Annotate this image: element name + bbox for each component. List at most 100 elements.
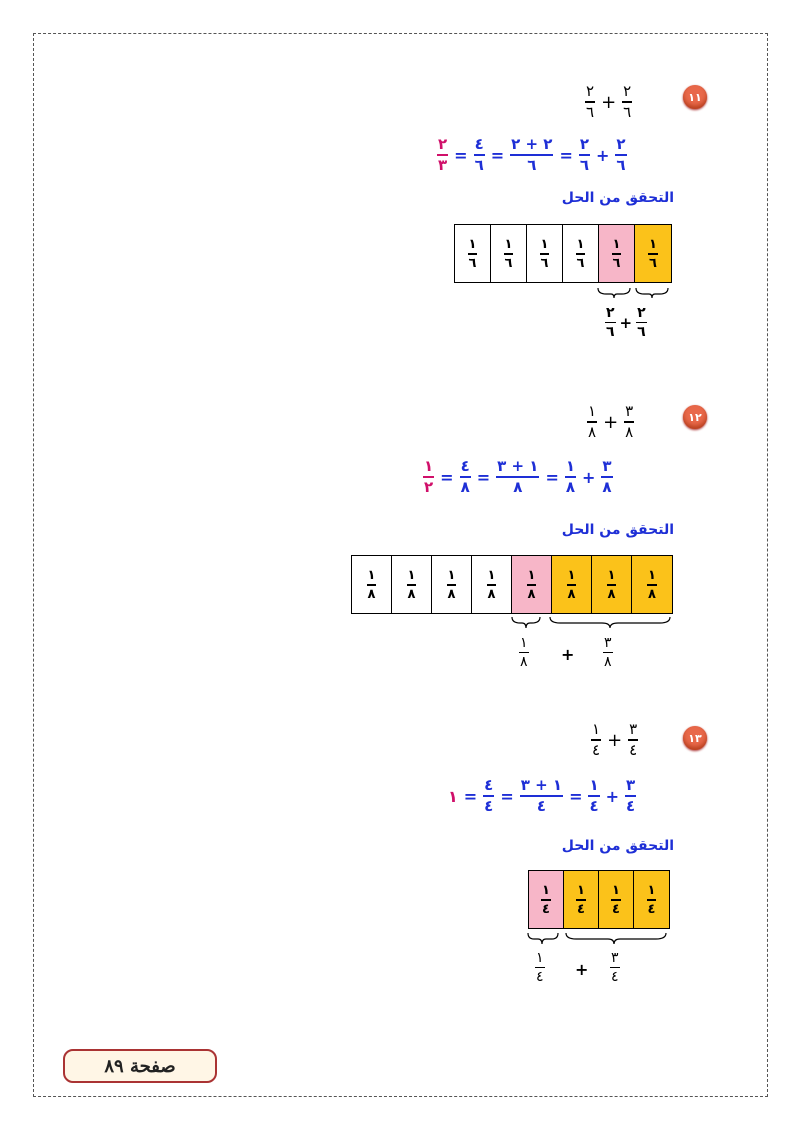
denominator: ٦ (606, 324, 615, 340)
denominator: ٨ (527, 586, 536, 602)
denominator: ٤ (536, 797, 546, 815)
numerator: ١ + ٣ (497, 457, 539, 475)
numerator: ١ (647, 882, 656, 898)
numerator: ٢ (579, 135, 590, 153)
numerator: ٣ (602, 457, 612, 475)
numerator: ١ (612, 236, 621, 252)
denominator: ٢ (424, 478, 434, 496)
denominator: ٤ (536, 969, 544, 985)
denominator: ٨ (460, 478, 470, 496)
page-border (33, 33, 768, 1097)
plus-sign: + (561, 645, 575, 664)
denominator: ٦ (586, 103, 595, 121)
numerator: ٤ (474, 135, 484, 153)
numerator: ٢ (586, 82, 595, 100)
denominator: ٨ (487, 586, 496, 602)
numerator: ٤ (484, 776, 494, 794)
step-fraction: ١ + ٣ ٨ (496, 457, 540, 496)
equals-sign: = (463, 786, 478, 806)
denominator: ٨ (367, 586, 376, 602)
numerator: ١ (592, 720, 601, 738)
denominator: ٦ (649, 255, 657, 271)
numerator: ١ (468, 236, 477, 252)
check-solution-label: التحقق من الحل (561, 190, 674, 206)
numerator: ١ (536, 950, 544, 966)
denominator: ٦ (527, 156, 537, 174)
denominator: ٨ (513, 478, 523, 496)
denominator: ٤ (577, 901, 585, 917)
denominator: ٤ (647, 901, 656, 917)
grouping-braces (597, 287, 669, 299)
numerator: ١ (520, 635, 528, 651)
plus-sign: + (596, 145, 610, 165)
denominator: ٨ (407, 586, 416, 602)
plus-sign: + (605, 786, 620, 806)
result-value: ١ (448, 786, 458, 806)
equals-sign: = (545, 467, 559, 487)
denominator: ٨ (567, 586, 576, 602)
numerator: ٢ (606, 305, 615, 321)
denominator: ٤ (611, 969, 619, 985)
check-solution-label: التحقق من الحل (561, 522, 674, 538)
denominator: ٤ (629, 741, 638, 759)
numerator: ١ (447, 567, 456, 583)
denominator: ٨ (625, 423, 634, 441)
numerator: ١ (567, 567, 576, 583)
numerator: ١ (577, 882, 585, 898)
numerator: ٤ (460, 457, 470, 475)
denominator: ٤ (484, 797, 494, 815)
plus-sign: + (601, 91, 617, 113)
denominator: ٦ (540, 255, 549, 271)
denominator: ٦ (468, 255, 477, 271)
denominator: ٦ (637, 324, 646, 340)
numerator: ١ (607, 567, 616, 583)
problem-number-badge: ١٢ (683, 405, 707, 429)
plus-sign: + (582, 467, 596, 487)
denominator: ٤ (626, 797, 636, 815)
denominator: ٦ (576, 255, 585, 271)
numerator: ١ (540, 236, 549, 252)
denominator: ٤ (542, 901, 550, 917)
denominator: ٦ (623, 103, 632, 121)
equals-sign: = (440, 467, 454, 487)
denominator: ٤ (592, 741, 601, 759)
plus-sign: + (603, 411, 619, 433)
problem-number-badge: ١١ (683, 85, 707, 109)
denominator: ٦ (474, 156, 484, 174)
numerator: ٣ (626, 776, 636, 794)
